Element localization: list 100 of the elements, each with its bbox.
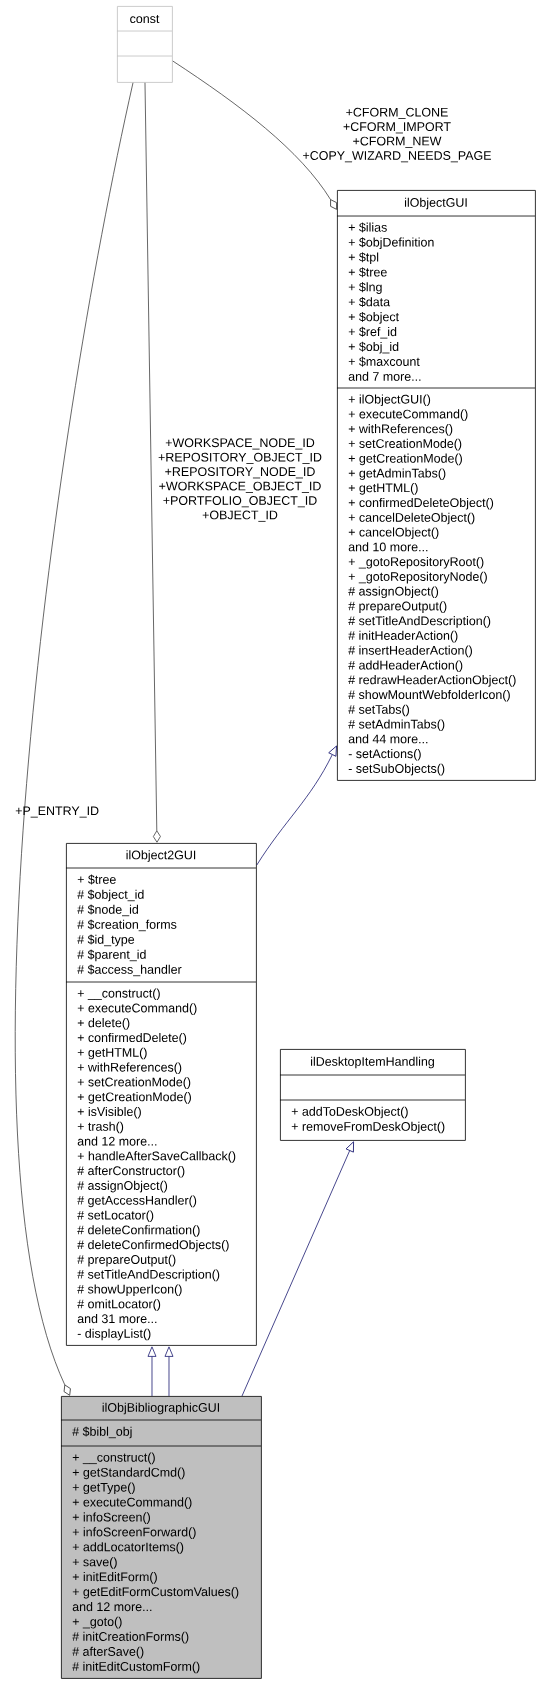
method-text: + infoScreenForward() [72,1527,196,1539]
method-text: # deleteConfirmation() [77,1225,200,1237]
method-text: # getAccessHandler() [77,1195,197,1208]
aggregation-line [14,82,134,1396]
method-text: # initEditCustomForm() [72,1661,200,1674]
method-text: + getAdminTabs() [348,468,446,480]
method-text: # showMountWebfolderIcon() [348,689,510,702]
attribute-text: + $obj_id [348,341,399,354]
method-text: # deleteConfirmedObjects() [77,1240,229,1252]
method-text: # addHeaderAction() [348,660,463,672]
attribute-text: # $access_handler [77,964,182,977]
method-text: + isVisible() [77,1106,141,1119]
inheritance-arrow [256,745,337,866]
method-text: + _gotoRepositoryRoot() [348,557,484,569]
method-text: # afterSave() [72,1646,144,1659]
attribute-text: # $node_id [77,904,138,917]
method-text: + withReferences() [77,1062,182,1075]
method-text: + ilObjectGUI() [348,394,431,407]
method-text: + setCreationMode() [348,438,462,451]
method-text: + cancelDeleteObject() [348,512,475,525]
method-text: # setAdminTabs() [348,719,445,731]
method-text: # setLocator() [77,1210,154,1222]
method-text: + executeCommand() [348,409,468,421]
attribute-text: # $creation_forms [77,919,177,932]
class-name: ilDesktopItemHandling [311,1056,434,1069]
edge-label: +CFORM_CLONE +CFORM_IMPORT +CFORM_NEW +COPY_WIZARD_NEEDS_PAGE [303,107,491,163]
attribute-text: + $maxcount [348,356,420,367]
attribute-text: + $data [348,297,391,308]
class-name: ilObject2GUI [126,850,196,862]
method-text: + withReferences() [348,424,453,436]
method-text: and 31 more... [77,1313,157,1324]
method-text: # insertHeaderAction() [348,645,472,658]
attribute-text: + $tpl [348,252,379,264]
method-text: # assignObject() [77,1180,168,1193]
attribute-text: and 7 more... [348,371,421,381]
method-text: + save() [72,1557,117,1569]
class-box [65,843,257,1346]
method-text: + _gotoRepositoryNode() [348,571,487,584]
method-text: # initCreationForms() [72,1631,189,1644]
method-text: and 12 more... [77,1136,157,1146]
inheritance-arrow [164,1346,174,1397]
method-text: and 12 more... [72,1601,152,1612]
class-box [336,190,536,781]
method-text: + removeFromDeskObject() [291,1121,445,1134]
method-text: + addLocatorItems() [72,1542,184,1554]
attribute-text: # $object_id [77,889,144,902]
method-text: + setCreationMode() [77,1077,191,1089]
method-text: + __construct() [72,1452,155,1465]
method-text: - setSubObjects() [348,763,445,776]
method-text: # redrawHeaderActionObject() [348,675,516,687]
method-text: + executeCommand() [72,1497,192,1509]
method-text: # prepareOutput() [348,601,447,613]
inheritance-arrow [241,1141,354,1397]
attribute-text: + $ilias [348,222,387,233]
edge-label: +P_ENTRY_ID [15,806,99,818]
attribute-text: + $tree [77,874,116,885]
method-text: and 10 more... [348,542,428,552]
attribute-text: + $ref_id [348,326,397,339]
attribute-text: # $bibl_obj [72,1426,132,1439]
class-name: const [130,14,160,24]
method-text: + getCreationMode() [348,453,462,466]
method-text: # omitLocator() [77,1299,161,1311]
method-text: + getEditFormCustomValues() [72,1586,239,1599]
method-text: + trash() [77,1121,124,1134]
method-text: # setTitleAndDescription() [77,1269,220,1282]
method-text: - displayList() [77,1328,151,1341]
method-text: + cancelObject() [348,527,439,539]
class-box [60,1396,262,1679]
method-text: # prepareOutput() [77,1254,176,1267]
method-text: # setTabs() [348,704,409,717]
method-text: + getHTML() [348,483,418,495]
method-text: + delete() [77,1018,130,1030]
method-text: # initHeaderAction() [348,630,458,643]
inheritance-arrow [147,1346,157,1397]
attribute-text: + $tree [348,267,387,278]
method-text: + addToDeskObject() [291,1106,408,1119]
method-text: + infoScreen() [72,1512,150,1524]
method-text: # setTitleAndDescription() [348,616,491,628]
method-text: # afterConstructor() [77,1166,185,1178]
method-text: # showUpperIcon() [77,1284,182,1296]
method-text: + getStandardCmd() [72,1467,185,1480]
class-box [279,1049,466,1141]
method-text: + getType() [72,1482,135,1495]
class-name: ilObjectGUI [405,197,467,210]
class-box [116,6,173,83]
method-text: + getHTML() [77,1047,147,1060]
method-text: - setActions() [348,749,421,761]
method-text: # assignObject() [348,586,439,599]
method-text: + __construct() [77,988,160,1001]
method-text: and 44 more... [348,734,428,744]
method-text: + getCreationMode() [77,1092,191,1104]
aggregation-line [172,60,337,210]
method-text: + handleAfterSaveCallback() [77,1151,236,1163]
method-text: + initEditForm() [72,1572,157,1584]
attribute-text: # $id_type [77,934,135,947]
aggregation-line [144,82,161,843]
attribute-text: + $lng [348,282,382,294]
method-text: + executeCommand() [77,1003,197,1015]
class-name: ilObjBibliographicGUI [102,1402,219,1415]
attribute-text: + $object [348,311,399,324]
